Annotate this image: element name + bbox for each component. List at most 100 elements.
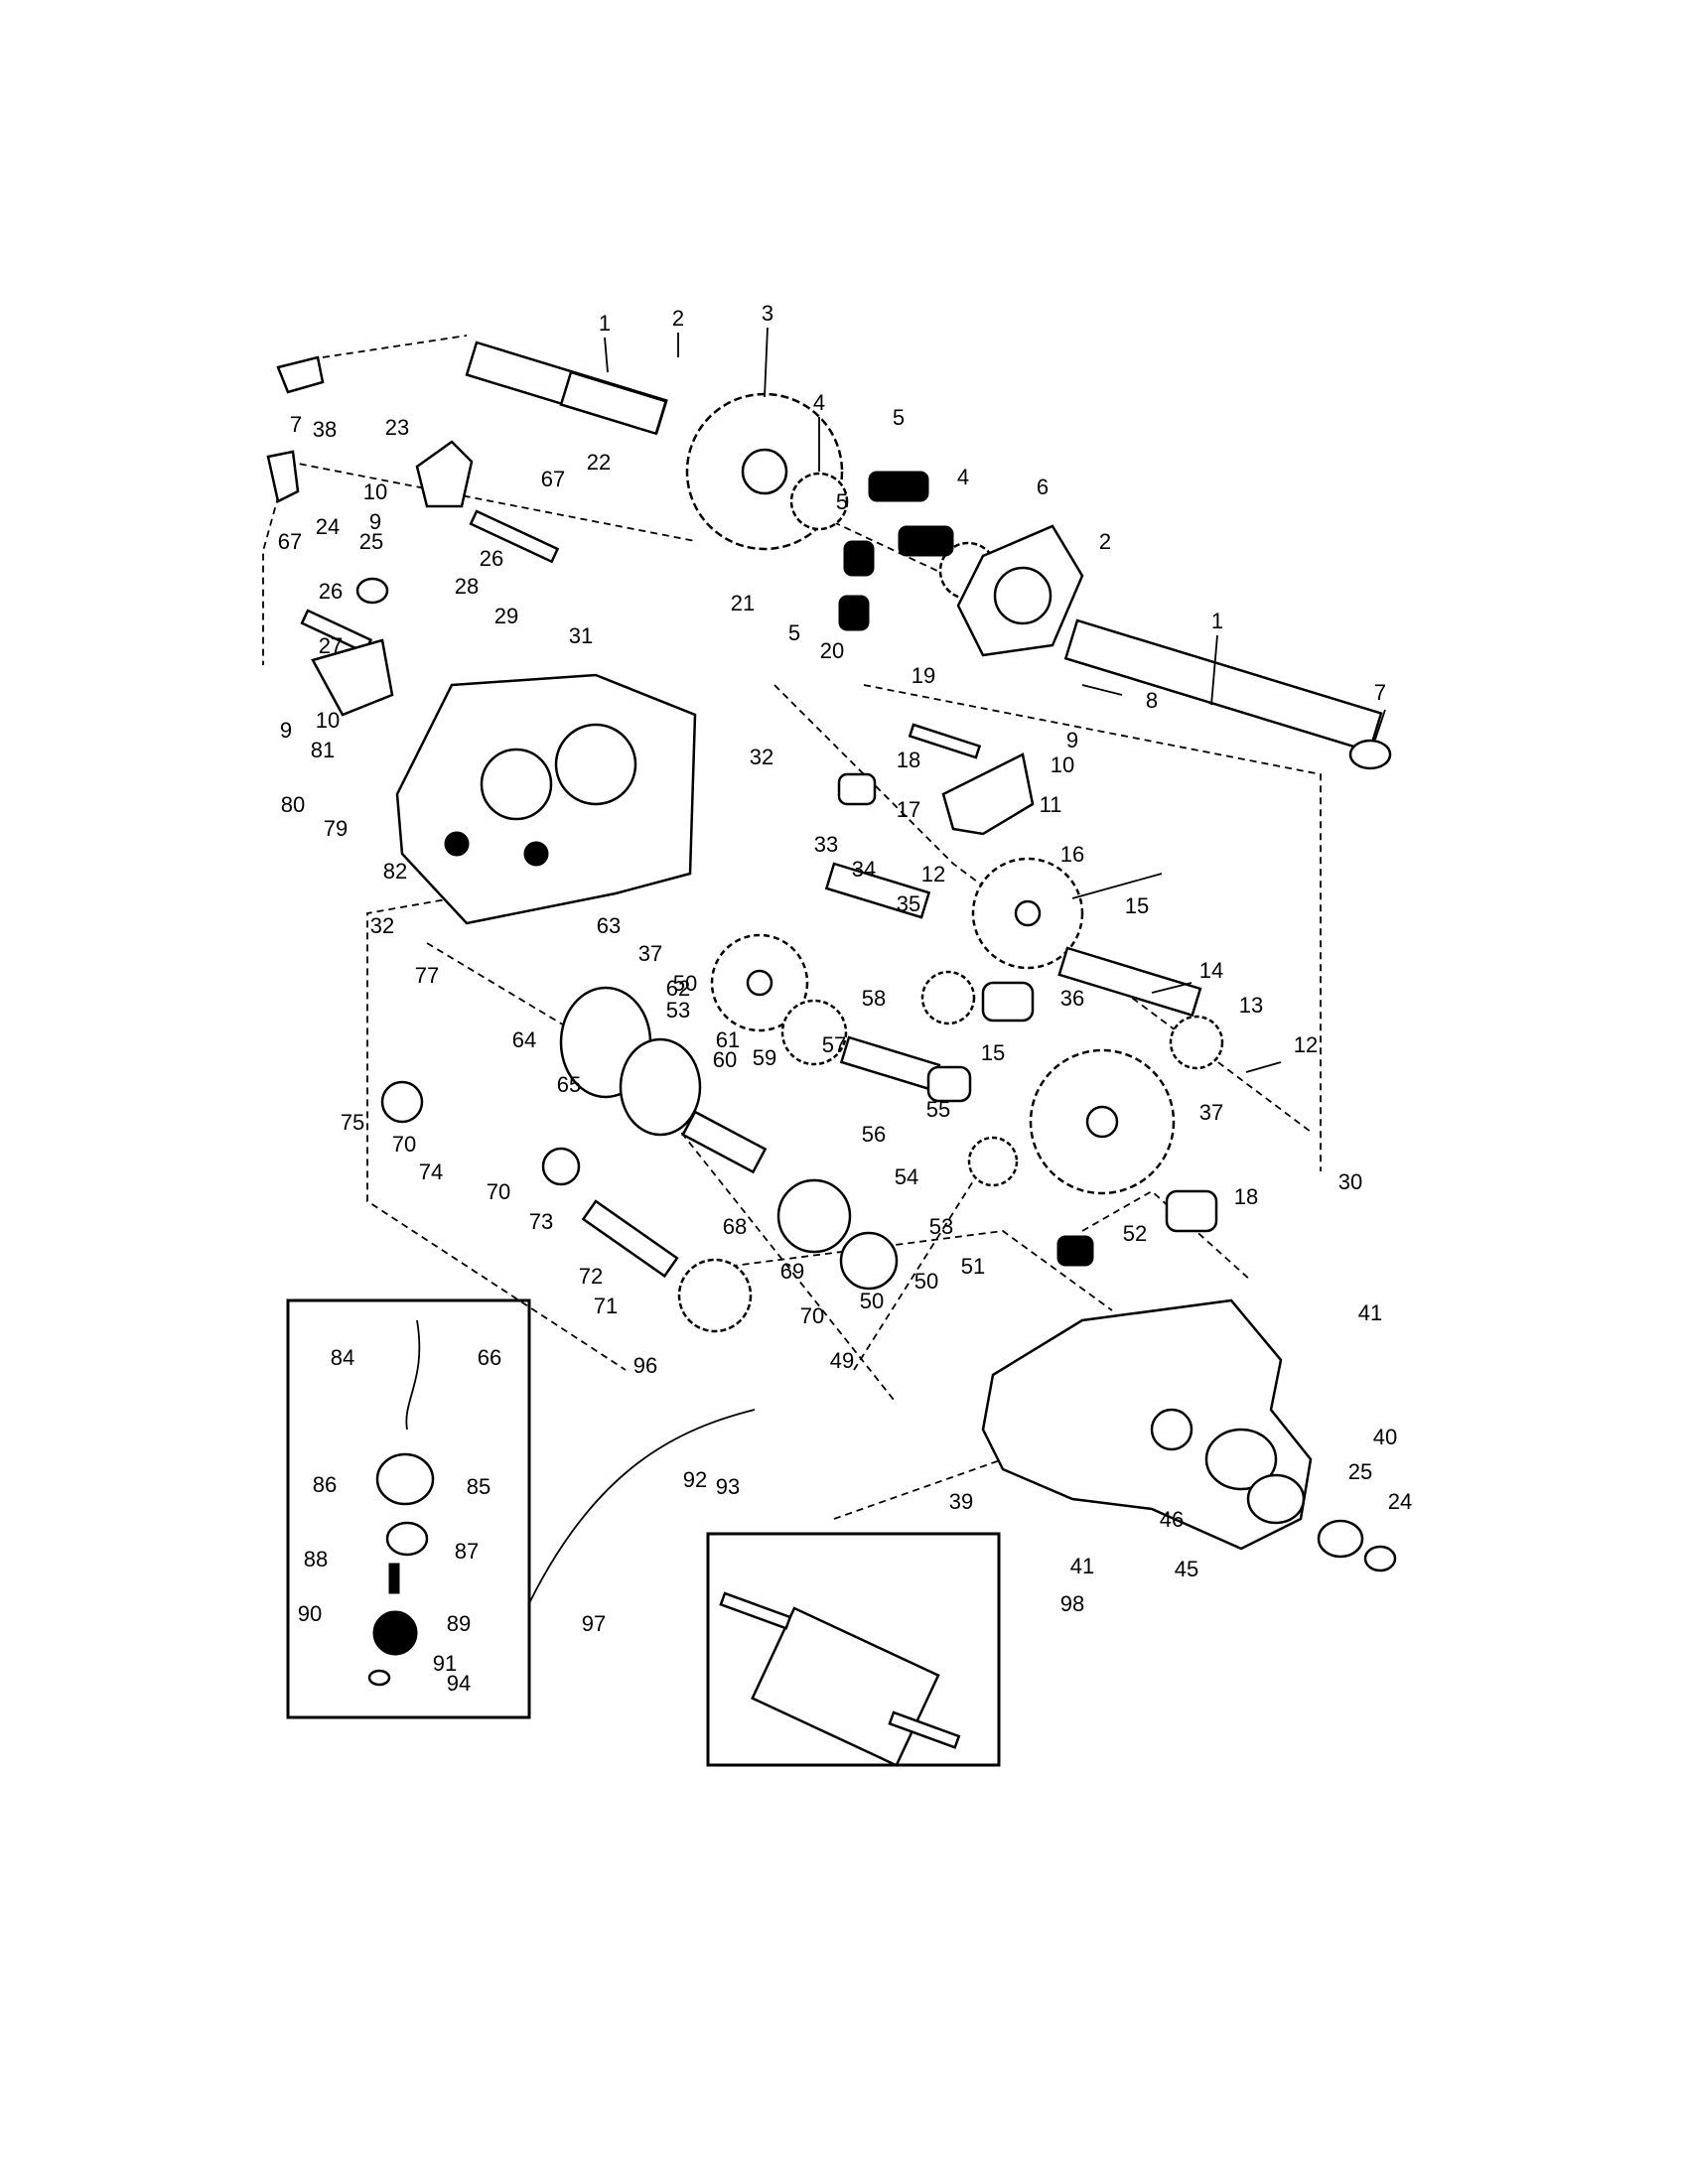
output-shaft-lower [1063, 618, 1383, 753]
part-label-18-2: 18 [1234, 1184, 1258, 1209]
part-label-86: 86 [313, 1472, 337, 1497]
output-shaft-upper [465, 341, 668, 436]
gear-75 [380, 1080, 424, 1124]
connector-97 [528, 1409, 756, 1604]
shift-fork-23 [415, 440, 474, 508]
part-label-8: 8 [1146, 688, 1158, 713]
bushing-18-lower [1165, 1189, 1218, 1233]
part-label-36: 36 [1060, 986, 1084, 1011]
part-label-77: 77 [415, 963, 439, 988]
part-label-46: 46 [1160, 1507, 1184, 1532]
detent-assembly-parts [367, 1319, 435, 1687]
collar-7-left [276, 355, 325, 394]
leader-lines [604, 327, 1386, 1073]
part-label-12-2: 12 [1294, 1032, 1318, 1057]
part-label-56: 56 [862, 1122, 886, 1147]
gear-69 [839, 1231, 899, 1291]
part-label-62: 62 [666, 976, 690, 1001]
part-label-70-2: 70 [487, 1179, 510, 1204]
gear-54 [967, 1136, 1019, 1187]
part-label-71: 71 [594, 1294, 618, 1318]
part-label-65: 65 [557, 1072, 581, 1097]
part-label-75: 75 [341, 1110, 364, 1135]
inset-box-shift-detent [286, 1298, 531, 1719]
part-label-63: 63 [597, 913, 621, 938]
bushing-25-right [1317, 1519, 1364, 1559]
part-label-50-3: 50 [860, 1289, 884, 1313]
part-label-74: 74 [419, 1160, 443, 1184]
shaft-59 [681, 1110, 768, 1174]
part-label-19: 19 [912, 663, 935, 688]
part-label-18: 18 [897, 748, 920, 772]
part-label-53: 53 [666, 998, 690, 1023]
part-label-9-3: 9 [1066, 728, 1078, 752]
part-label-54: 54 [895, 1164, 918, 1189]
pinion-gears-5 [838, 471, 954, 631]
part-label-84: 84 [331, 1345, 354, 1370]
shaft-72 [581, 1199, 679, 1279]
part-label-32-2: 32 [370, 913, 394, 938]
part-label-10-2: 10 [316, 708, 340, 733]
part-label-15-2: 15 [981, 1040, 1005, 1065]
part-label-17: 17 [897, 797, 920, 822]
gear-4-upper [789, 472, 849, 531]
part-label-1-2: 1 [1211, 609, 1223, 633]
part-label-41-2: 41 [1070, 1554, 1094, 1578]
part-label-96: 96 [633, 1353, 657, 1378]
shaft-14 [1057, 946, 1202, 1018]
part-label-3: 3 [762, 301, 773, 326]
part-label-25-2: 25 [1348, 1459, 1372, 1484]
case-half-39 [981, 1298, 1397, 1572]
part-label-94: 94 [447, 1671, 471, 1696]
part-label-66: 66 [478, 1345, 501, 1370]
part-label-61: 61 [716, 1027, 740, 1052]
part-label-89: 89 [447, 1611, 471, 1636]
part-label-45: 45 [1175, 1557, 1198, 1581]
bracket-38 [266, 450, 300, 503]
part-label-23: 23 [385, 415, 409, 440]
part-label-53-2: 53 [929, 1214, 953, 1239]
bushing-36 [981, 981, 1035, 1023]
shaft-57 [839, 1035, 941, 1092]
part-label-37: 37 [638, 941, 662, 966]
part-label-16: 16 [1060, 842, 1084, 867]
part-label-39: 39 [949, 1489, 973, 1514]
part-label-1: 1 [599, 311, 611, 336]
bushing-52 [1056, 1235, 1094, 1267]
part-label-72: 72 [579, 1264, 603, 1289]
gear-55 [1029, 1048, 1176, 1195]
part-label-10: 10 [363, 479, 387, 504]
part-label-81: 81 [311, 738, 335, 762]
shaft-35 [824, 862, 931, 919]
inset-box-complete-unit [706, 1532, 1001, 1767]
part-label-52: 52 [1123, 1221, 1147, 1246]
bushing-56 [926, 1065, 972, 1103]
part-label-50-2: 50 [914, 1269, 938, 1294]
part-label-64: 64 [512, 1027, 536, 1052]
part-label-5-2: 5 [836, 489, 848, 514]
part-label-88: 88 [304, 1547, 328, 1571]
part-label-85: 85 [467, 1474, 491, 1499]
part-label-79: 79 [324, 816, 348, 841]
part-label-40: 40 [1373, 1425, 1397, 1449]
part-label-2-2: 2 [1099, 529, 1111, 554]
part-label-57: 57 [822, 1032, 846, 1057]
part-label-7-2: 7 [1374, 680, 1386, 705]
part-label-91: 91 [433, 1651, 457, 1676]
bushing-18-upper [837, 772, 877, 806]
gear-61 [780, 999, 848, 1066]
part-label-24-2: 24 [1388, 1489, 1412, 1514]
complete-transmission-image [719, 1591, 961, 1767]
disc-65 [619, 1037, 702, 1137]
part-label-5: 5 [893, 405, 905, 430]
part-label-97: 97 [582, 1611, 606, 1636]
part-label-34: 34 [852, 857, 876, 882]
part-label-20: 20 [820, 638, 844, 663]
shift-fork-27 [311, 638, 394, 717]
part-label-82: 82 [383, 859, 407, 884]
part-label-4-2: 4 [957, 465, 969, 489]
part-label-58: 58 [862, 986, 886, 1011]
pin-19 [908, 723, 982, 759]
part-label-9-2: 9 [280, 718, 292, 743]
